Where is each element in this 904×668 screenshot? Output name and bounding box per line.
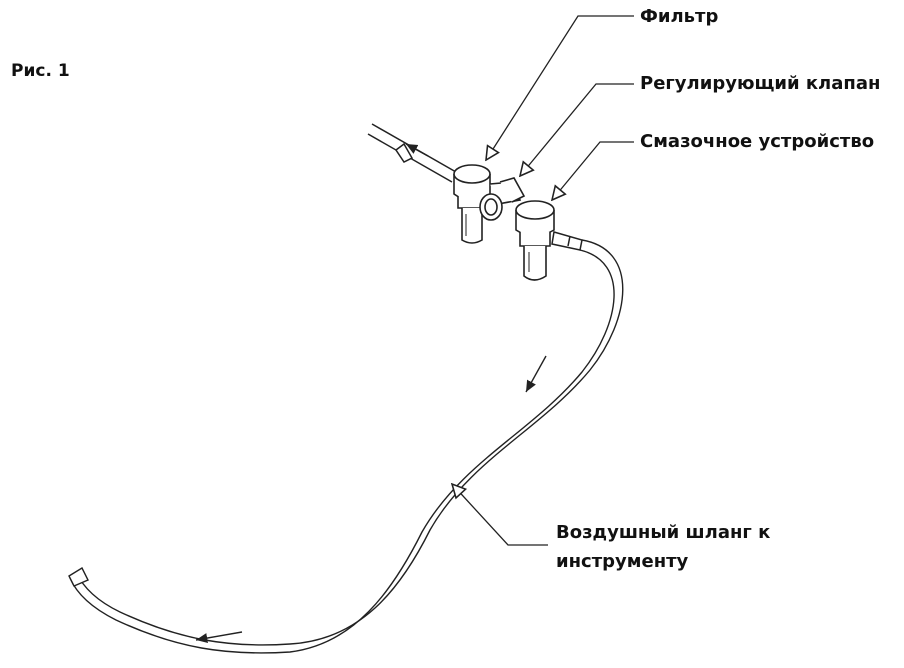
lubricator-leader-line <box>552 141 634 200</box>
regulating-valve-label: Регулирующий клапан <box>640 73 881 94</box>
lubricator-unit <box>515 200 555 281</box>
air-hose <box>68 239 624 654</box>
hose-flow-arrow-lower <box>195 631 243 644</box>
lubricator-label: Смазочное устройство <box>640 131 875 152</box>
air-hose-label-line1: Воздушный шланг к <box>556 522 771 543</box>
air-hose-label-line2: инструменту <box>556 551 689 572</box>
regulating-valve <box>479 177 526 221</box>
valve-leader-line <box>520 83 634 176</box>
supply-flow-arrow <box>405 143 429 157</box>
filter-label: Фильтр <box>640 6 719 27</box>
figure-label: Рис. 1 <box>11 61 70 81</box>
hose-coupling <box>551 231 583 251</box>
filter-leader-line <box>486 15 634 160</box>
hose-leader-line <box>452 484 548 546</box>
filter-unit <box>453 164 491 244</box>
supply-pipe <box>367 123 457 183</box>
hose-flow-arrow-upper <box>525 355 547 393</box>
